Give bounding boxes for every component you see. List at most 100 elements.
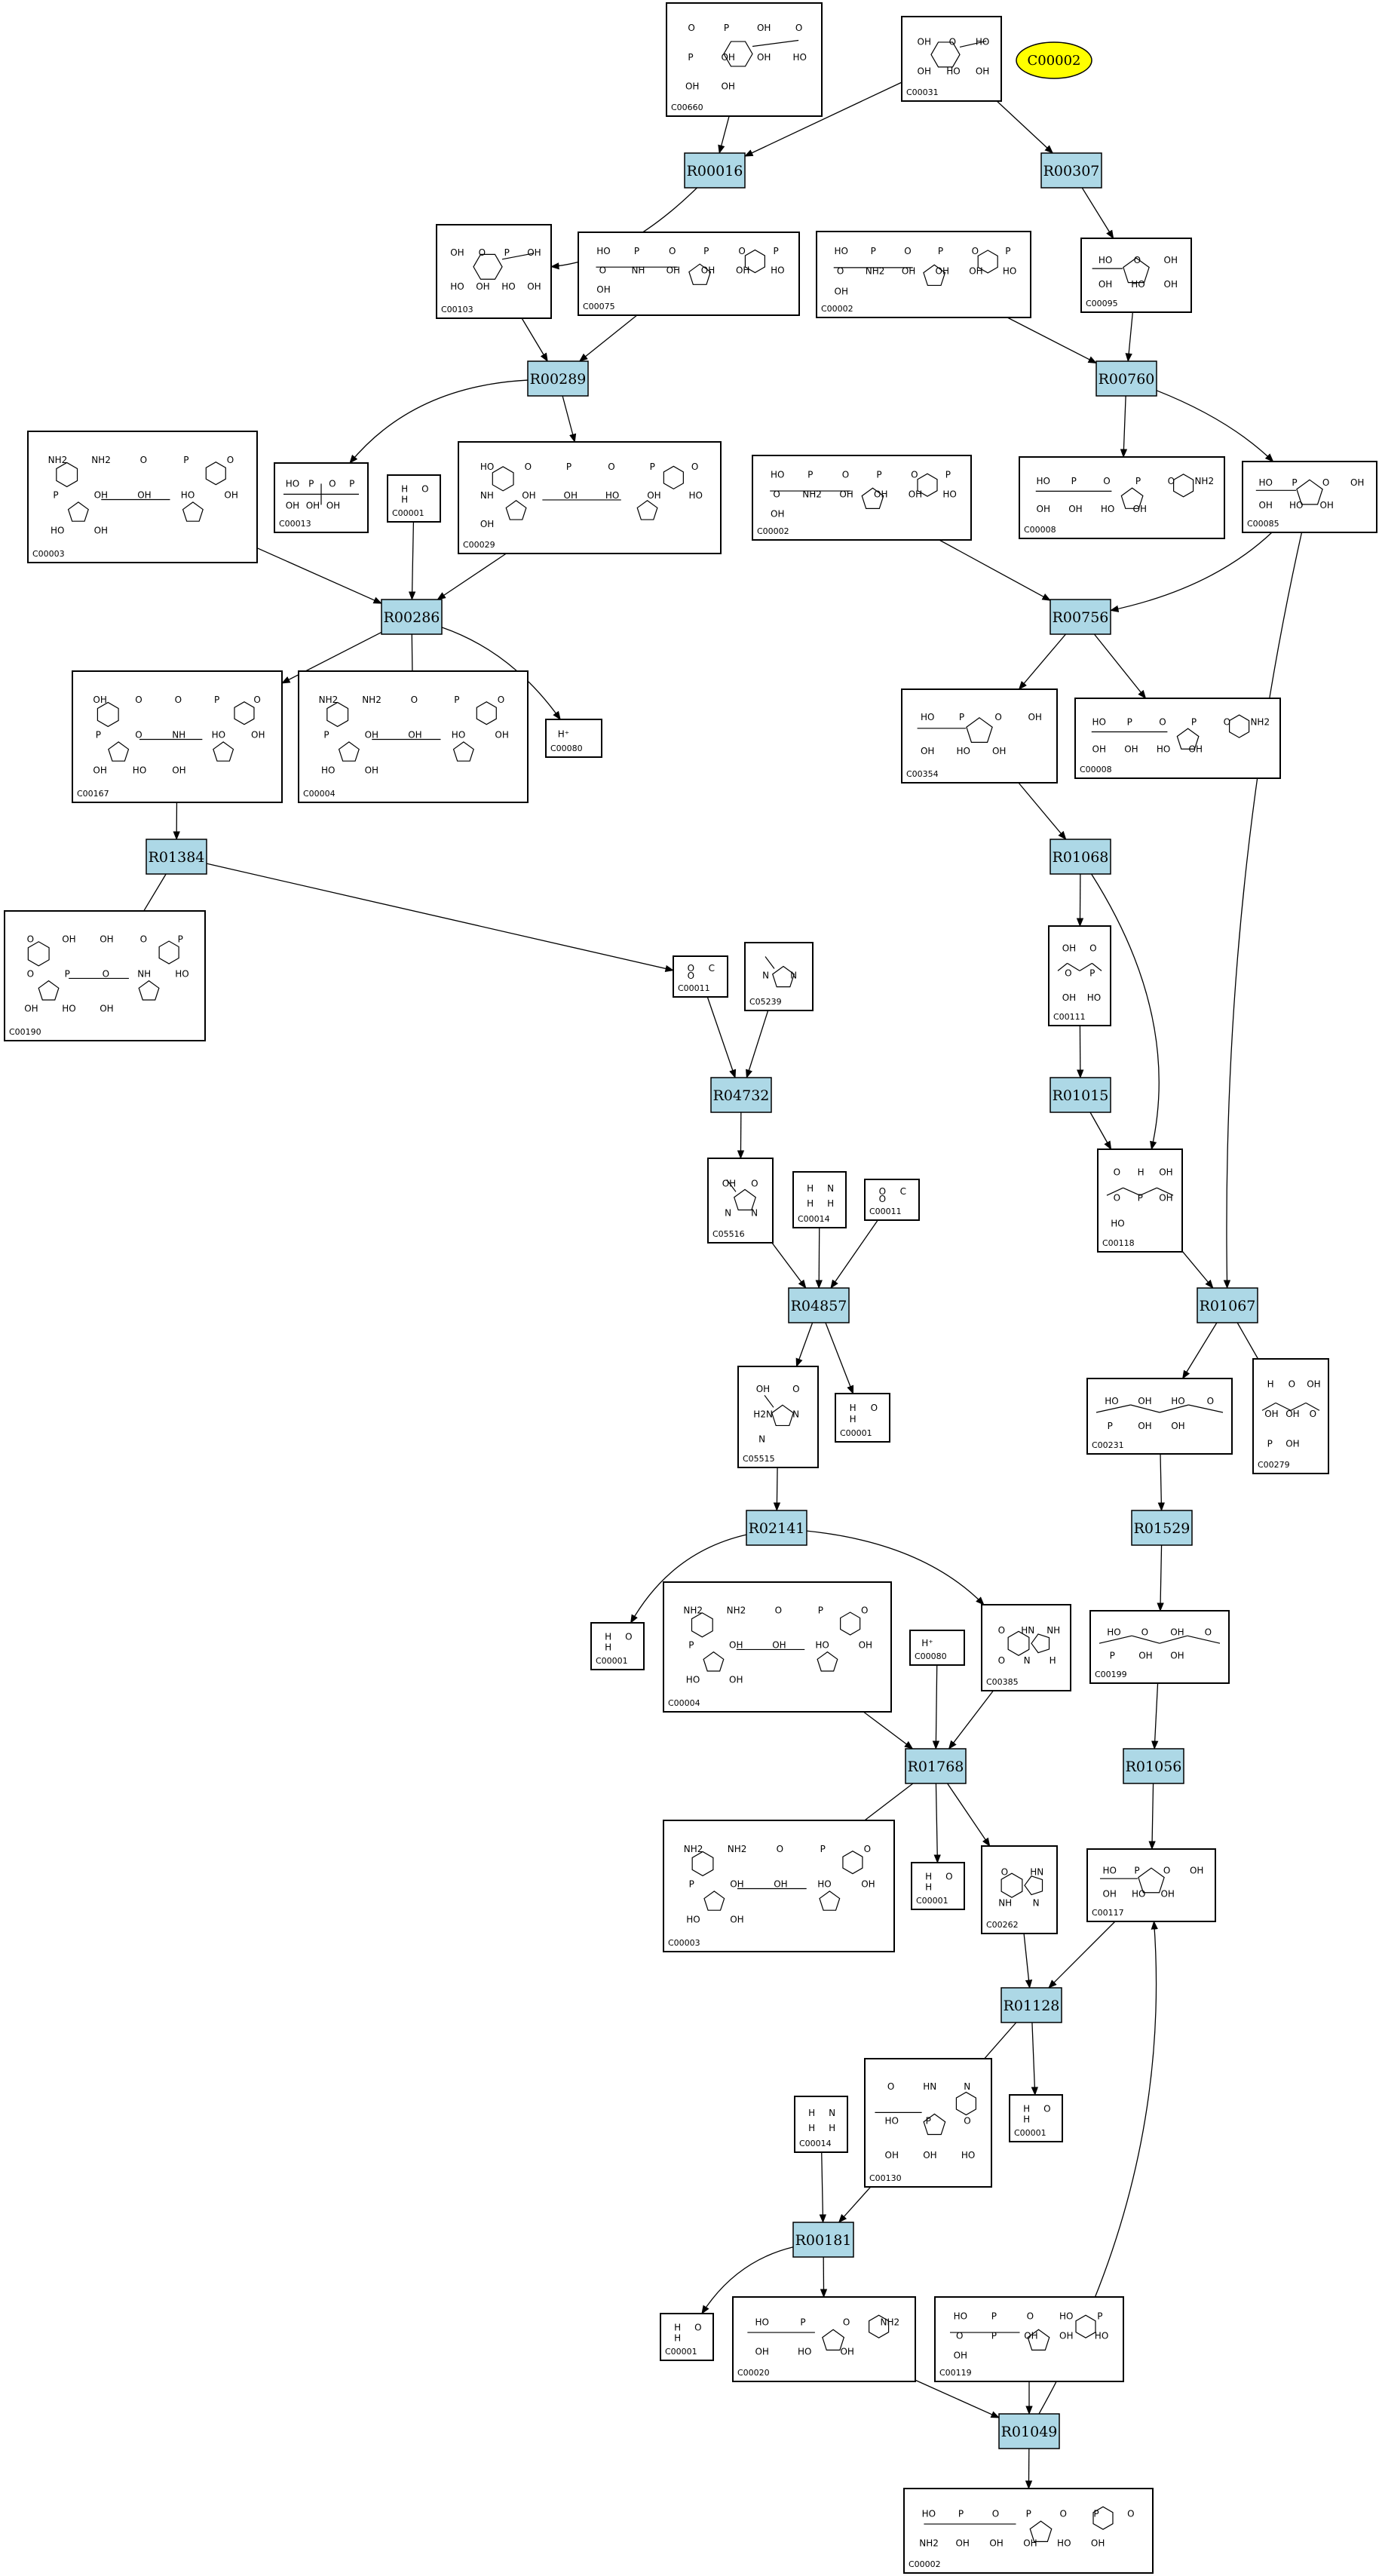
atom-label: P <box>1110 1651 1115 1661</box>
atom-label: H <box>674 2332 681 2343</box>
reaction-id-label: R01529 <box>1134 1520 1190 1537</box>
atom-label: OH <box>859 1640 872 1651</box>
compound-box <box>864 1179 920 1221</box>
atom-label: O <box>1103 476 1110 486</box>
reaction-r01056[interactable]: R01056 <box>1123 1748 1184 1784</box>
reaction-r01049[interactable]: R01049 <box>998 2413 1060 2449</box>
bond <box>1290 1402 1307 1411</box>
compound-id-label: C00130 <box>869 2173 902 2183</box>
reaction-r04732[interactable]: R04732 <box>710 1077 772 1113</box>
edge-R00286-to-c00080a <box>441 627 561 720</box>
reaction-r00181[interactable]: R00181 <box>792 2222 854 2258</box>
edge-c00199-to-R01056 <box>1151 1682 1159 1750</box>
atom-label: H <box>925 1871 932 1881</box>
atom-label: P <box>454 695 459 705</box>
reaction-r02141[interactable]: R02141 <box>746 1510 807 1546</box>
atom-label: P <box>991 2311 997 2322</box>
reaction-r00289[interactable]: R00289 <box>527 360 589 397</box>
ring-bond <box>505 500 527 520</box>
reaction-r01529[interactable]: R01529 <box>1131 1510 1193 1546</box>
compound-c00080[interactable]: H⁺C00080 <box>545 719 602 758</box>
reaction-r00307[interactable]: R00307 <box>1040 152 1102 189</box>
atom-label: OH <box>756 1384 770 1394</box>
compound-box <box>27 431 258 563</box>
reaction-r01384[interactable]: R01384 <box>146 839 207 875</box>
reaction-r01768[interactable]: R01768 <box>905 1748 967 1784</box>
compound-c00080[interactable]: H⁺C00080 <box>909 1630 965 1666</box>
reaction-r00016[interactable]: R00016 <box>684 152 746 189</box>
atom-label: OH <box>729 1675 743 1685</box>
atom-label: O <box>972 246 979 256</box>
compound-box <box>732 2296 916 2382</box>
atom-label: P <box>688 1640 694 1651</box>
reaction-r01068[interactable]: R01068 <box>1050 839 1111 875</box>
atom-label: P <box>1127 717 1132 728</box>
reaction-r01015[interactable]: R01015 <box>1050 1077 1111 1113</box>
highlight-compound-badge[interactable]: C00002 <box>1016 41 1092 79</box>
atom-label: OH <box>1171 1421 1184 1431</box>
reaction-r01067[interactable]: R01067 <box>1197 1287 1258 1323</box>
ring-bond <box>1029 2520 1053 2542</box>
reaction-r04857[interactable]: R04857 <box>788 1287 850 1323</box>
reaction-r00756[interactable]: R00756 <box>1050 599 1111 635</box>
compound-id-label: C00001 <box>596 1656 628 1666</box>
compound-id-label: C00008 <box>1080 765 1112 774</box>
reaction-r00760[interactable]: R00760 <box>1095 360 1157 397</box>
compound-box <box>545 719 602 758</box>
compound-box <box>903 2488 1154 2574</box>
reaction-r00286[interactable]: R00286 <box>381 599 443 635</box>
ring-bond <box>476 701 497 725</box>
atom-label: C <box>709 963 715 974</box>
ring-bond <box>688 263 712 285</box>
atom-label: HO <box>1099 255 1112 265</box>
atom-label: P <box>876 470 881 480</box>
reaction-r01128[interactable]: R01128 <box>1000 1987 1062 2023</box>
atom-label: OH <box>918 36 931 47</box>
reaction-box <box>1095 360 1157 397</box>
